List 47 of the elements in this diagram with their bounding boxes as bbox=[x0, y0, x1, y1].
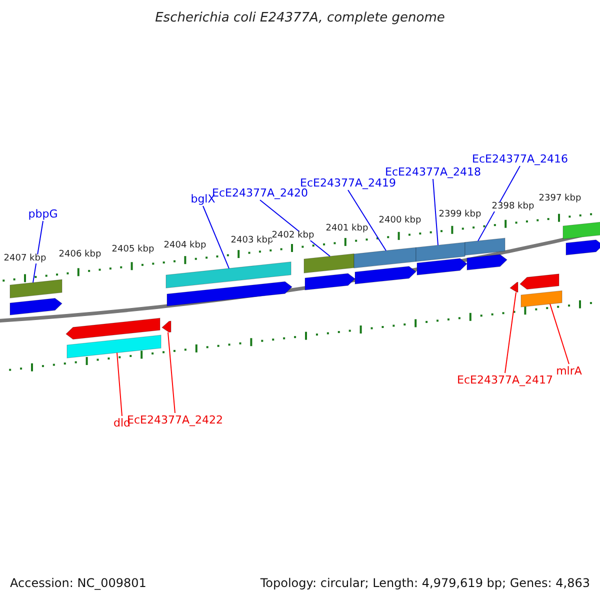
scale-label: 2401 kbp bbox=[326, 224, 368, 234]
gene-label: EcE24377A_2418 bbox=[385, 166, 481, 178]
scale-label: 2407 kbp bbox=[4, 254, 46, 264]
scale-label: 2398 kbp bbox=[492, 202, 534, 212]
gene-bar bbox=[304, 253, 354, 274]
accession-text: Accession: NC_009801 bbox=[10, 577, 146, 589]
scale-label: 2406 kbp bbox=[58, 250, 102, 260]
leader-line bbox=[504, 292, 516, 374]
leader-line bbox=[32, 220, 44, 284]
gene-bar bbox=[562, 221, 600, 240]
leader-line bbox=[432, 178, 438, 246]
gene-feature bbox=[166, 281, 292, 306]
genome-info-text: Topology: circular; Length: 4,979,619 bp; Genes: 4,863 bbox=[260, 577, 590, 589]
scale-label: 2404 kbp bbox=[164, 242, 206, 250]
scale-label: 2397 kbp bbox=[538, 194, 582, 204]
gene-bar bbox=[66, 334, 162, 358]
scale-label: 2403 kbp bbox=[230, 236, 274, 246]
scale-label: 2405 kbp bbox=[112, 246, 154, 254]
gene-bar bbox=[464, 238, 506, 256]
gene-bar bbox=[416, 242, 466, 262]
gene-feature bbox=[466, 254, 508, 270]
gene-feature bbox=[509, 282, 518, 293]
scale-label: 2399 kbp bbox=[438, 210, 482, 220]
leader-line bbox=[168, 332, 176, 414]
leader-line bbox=[478, 166, 520, 242]
gene-bar bbox=[10, 279, 62, 298]
scale-label: 2402 kbp bbox=[272, 232, 314, 240]
gene-label: pbpG bbox=[28, 208, 58, 220]
gene-bar bbox=[520, 290, 562, 308]
gene-bar bbox=[354, 247, 416, 268]
title: Escherichia coli E24377A, complete genome bbox=[155, 12, 445, 24]
gene-feature bbox=[416, 258, 468, 276]
gene-label: mlrA bbox=[556, 366, 582, 376]
gene-feature bbox=[354, 266, 416, 284]
gene-label: EcE24377A_2416 bbox=[472, 154, 568, 164]
gene-label: EcE24377A_2417 bbox=[457, 374, 553, 386]
leader-line bbox=[116, 352, 122, 416]
scale-label: 2400 kbp bbox=[378, 216, 422, 226]
leader-line bbox=[202, 206, 230, 269]
gene-label: EcE24377A_2419 bbox=[300, 178, 396, 188]
leader-line bbox=[348, 190, 386, 252]
gene-bar bbox=[166, 262, 292, 288]
gene-feature bbox=[566, 240, 600, 256]
gene-label: EcE24377A_2422 bbox=[127, 414, 223, 426]
leader-line bbox=[550, 303, 570, 364]
gene-feature bbox=[304, 273, 356, 290]
gene-feature bbox=[10, 298, 62, 316]
